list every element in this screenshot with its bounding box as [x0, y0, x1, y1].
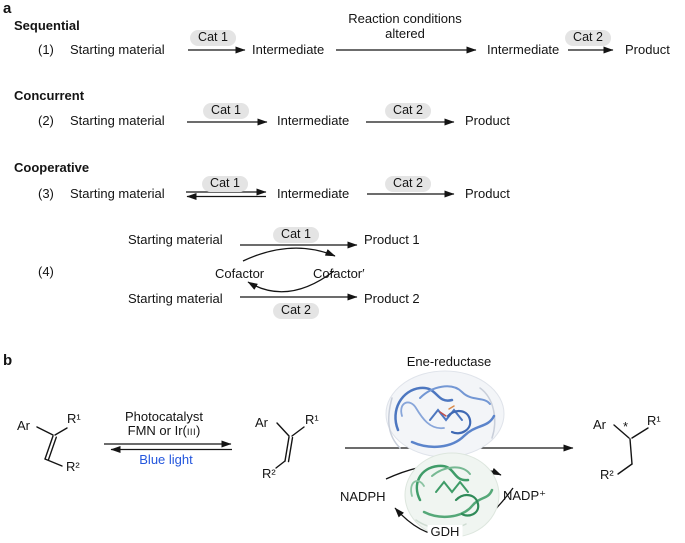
r1-intermediate1-label: Intermediate	[252, 42, 325, 57]
r4-cat2-badge: Cat 2	[273, 303, 319, 319]
r1-conditions-line2: altered	[385, 26, 425, 41]
product-ar-label: Ar	[593, 417, 606, 432]
ene-reductase-protein-icon	[385, 370, 505, 458]
r1-starting-material-label: Starting material	[70, 42, 165, 57]
panel-b-label: b	[3, 352, 13, 369]
intermediate-e-alkene-bonds	[275, 422, 305, 469]
gdh-label: GDH	[427, 525, 463, 539]
r3-cat1-badge: Cat 1	[202, 176, 248, 192]
r1-product-label: Product	[625, 42, 670, 57]
section-concurrent-heading: Concurrent	[14, 88, 85, 103]
blue-light-label: Blue light	[139, 452, 193, 467]
cofactor-cycle-top-arc	[242, 247, 336, 262]
substrate-r1-label: R¹	[67, 411, 81, 426]
product-r2-label: R²	[600, 467, 614, 482]
r3-cat2-badge: Cat 2	[385, 176, 431, 192]
r4-starting-material2-label: Starting material	[128, 291, 223, 306]
r3-intermediate-label: Intermediate	[277, 186, 350, 201]
r4-product2-label: Product 2	[364, 291, 420, 306]
ir-oxidation-state: III	[186, 427, 196, 438]
r4-number: (4)	[38, 264, 54, 279]
r4-arrows	[240, 241, 358, 301]
r1-conditions-line1: Reaction conditions	[348, 11, 462, 26]
r2-cat2-badge: Cat 2	[385, 103, 431, 119]
nadph-label: NADPH	[340, 489, 386, 504]
r4-product1-label: Product 1	[364, 232, 420, 247]
r2-cat1-badge: Cat 1	[203, 103, 249, 119]
substrate-ar-label: Ar	[17, 418, 30, 433]
intermediate-r1-label: R¹	[305, 412, 319, 427]
substrate-z-alkene-bonds	[36, 426, 68, 467]
cofactor-cycle-bottom-arc	[247, 270, 335, 293]
nadp-plus-label: NADP⁺	[503, 488, 546, 503]
r4-cofactor-label: Cofactor	[215, 266, 265, 281]
r2-number: (2)	[38, 113, 54, 128]
r4-cofactor-prime-label: Cofactor′	[313, 266, 365, 281]
section-cooperative-heading: Cooperative	[14, 160, 90, 175]
fmn-ir-suffix: )	[196, 423, 201, 438]
r1-cat1-badge: Cat 1	[190, 30, 236, 46]
r3-product-label: Product	[465, 186, 510, 201]
substrate-r2-label: R²	[66, 459, 80, 474]
r3-number: (3)	[38, 186, 54, 201]
r1-cat2-badge: Cat 2	[565, 30, 611, 46]
r1-intermediate2-label: Intermediate	[487, 42, 560, 57]
r3-arrows	[186, 188, 455, 200]
ene-reductase-label: Ene-reductase	[406, 354, 492, 369]
product-stereocenter-asterisk: *	[623, 419, 629, 434]
panel-a-label: a	[3, 0, 12, 17]
r2-intermediate-label: Intermediate	[277, 113, 350, 128]
r1-number: (1)	[38, 42, 54, 57]
product-alkane-bonds	[613, 424, 649, 475]
photocatalyst-label: Photocatalyst	[124, 409, 204, 424]
intermediate-ar-label: Ar	[255, 415, 268, 430]
product-r1-label: R¹	[647, 413, 661, 428]
section-sequential-heading: Sequential	[14, 18, 80, 33]
photocatalyst-detail-label: FMN or Ir(III)	[128, 424, 201, 440]
r2-starting-material-label: Starting material	[70, 113, 165, 128]
r4-cat1-badge: Cat 1	[273, 227, 319, 243]
r3-starting-material-label: Starting material	[70, 186, 165, 201]
intermediate-r2-label: R²	[262, 466, 276, 481]
r2-product-label: Product	[465, 113, 510, 128]
fmn-ir-prefix: FMN or Ir(	[127, 423, 187, 438]
r4-starting-material1-label: Starting material	[128, 232, 223, 247]
